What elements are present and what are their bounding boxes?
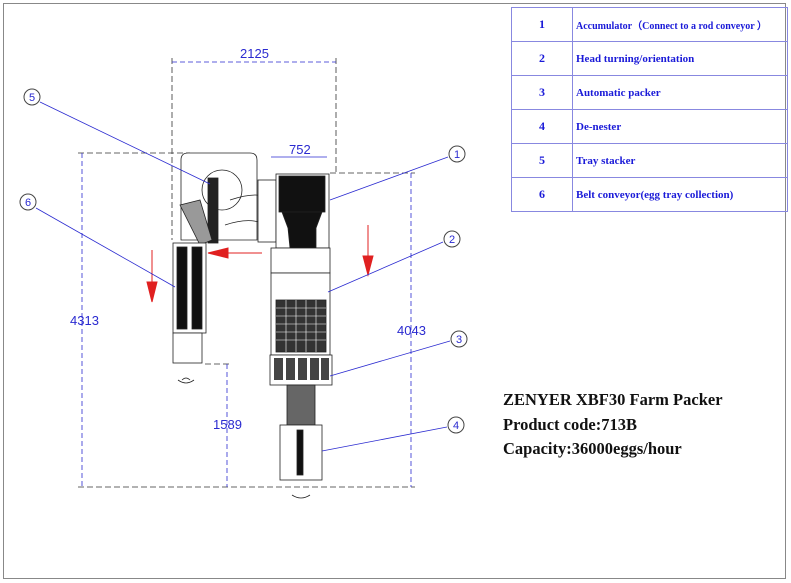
legend-label: Tray stacker <box>572 143 788 178</box>
svg-text:3: 3 <box>456 334 462 346</box>
callout-5: 5 <box>23 88 41 106</box>
legend-label: Head turning/orientation <box>572 41 788 76</box>
de-nester <box>279 384 323 499</box>
tray-stacker <box>179 152 272 246</box>
svg-text:5: 5 <box>29 92 35 104</box>
legend-label: Belt conveyor(egg tray collection) <box>572 177 788 212</box>
product-code: Product code:713B <box>503 415 637 434</box>
dim-4313: 4313 <box>70 313 99 328</box>
product-title: ZENYER XBF30 Farm Packer <box>503 390 723 409</box>
callout-1: 1 <box>448 145 466 163</box>
callout-3: 3 <box>450 330 468 348</box>
legend-label: Automatic packer <box>572 75 788 110</box>
dim-1589: 1589 <box>213 417 242 432</box>
callout-4: 4 <box>447 416 465 434</box>
belt-conveyor <box>172 242 207 384</box>
callout-leaders <box>35 101 451 452</box>
dim-4043: 4043 <box>397 323 426 338</box>
dimension-lines <box>81 61 412 487</box>
accumulator <box>257 173 330 249</box>
legend-label: De-nester <box>572 109 788 144</box>
legend-num: 6 <box>511 177 573 212</box>
legend-num: 3 <box>511 75 573 110</box>
legend-num: 4 <box>511 109 573 144</box>
svg-text:6: 6 <box>25 197 31 209</box>
legend-num: 5 <box>511 143 573 178</box>
legend-label: Accumulator（Connect to a rod conveyor ） <box>572 7 788 42</box>
dim-2125: 2125 <box>240 46 269 61</box>
callout-2: 2 <box>443 230 461 248</box>
product-capacity: Capacity:36000eggs/hour <box>503 439 682 458</box>
dim-752: 752 <box>289 142 311 157</box>
svg-text:1: 1 <box>454 149 460 161</box>
svg-text:2: 2 <box>449 234 455 246</box>
dashed-extents <box>78 58 415 488</box>
legend-num: 1 <box>511 7 573 42</box>
callout-6: 6 <box>19 193 37 211</box>
legend-num: 2 <box>511 41 573 76</box>
flow-arrows <box>146 225 374 303</box>
drawing-frame <box>3 3 786 579</box>
svg-text:4: 4 <box>453 420 459 432</box>
automatic-packer <box>269 247 333 386</box>
